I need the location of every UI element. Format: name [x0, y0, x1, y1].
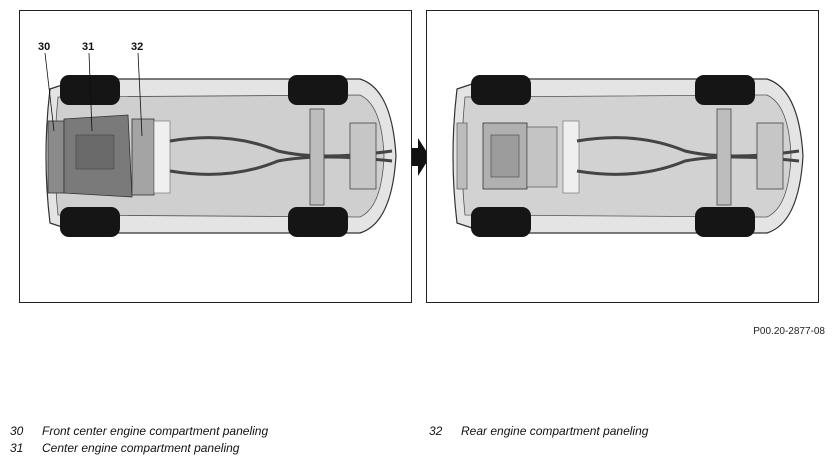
- legend-text: Rear engine compartment paneling: [461, 424, 649, 438]
- legend-text: Front center engine compartment paneling: [42, 424, 269, 438]
- callout-31: 31: [82, 41, 95, 53]
- callout-30: 30: [38, 41, 51, 53]
- legend-item-30: 30 Front center engine compartment paneli…: [10, 424, 268, 438]
- underbody-with-paneling-panel: 30 31 32: [19, 10, 412, 303]
- figure-reference-code: P00.20-2877-08: [753, 326, 825, 337]
- legend-text: Center engine compartment paneling: [42, 441, 240, 455]
- car-underbody-illustration-right: [452, 75, 804, 237]
- car-underbody-illustration-left: [44, 52, 397, 237]
- legend-number: 32: [429, 424, 443, 438]
- legend-item-32: 32 Rear engine compartment paneling: [429, 424, 648, 438]
- legend-number: 31: [10, 441, 24, 455]
- underbody-without-paneling-panel: [426, 10, 819, 303]
- callout-32: 32: [131, 41, 144, 53]
- legend-item-31: 31 Center engine compartment paneling: [10, 441, 239, 455]
- arrow-right-icon: [412, 138, 430, 176]
- legend-number: 30: [10, 424, 24, 438]
